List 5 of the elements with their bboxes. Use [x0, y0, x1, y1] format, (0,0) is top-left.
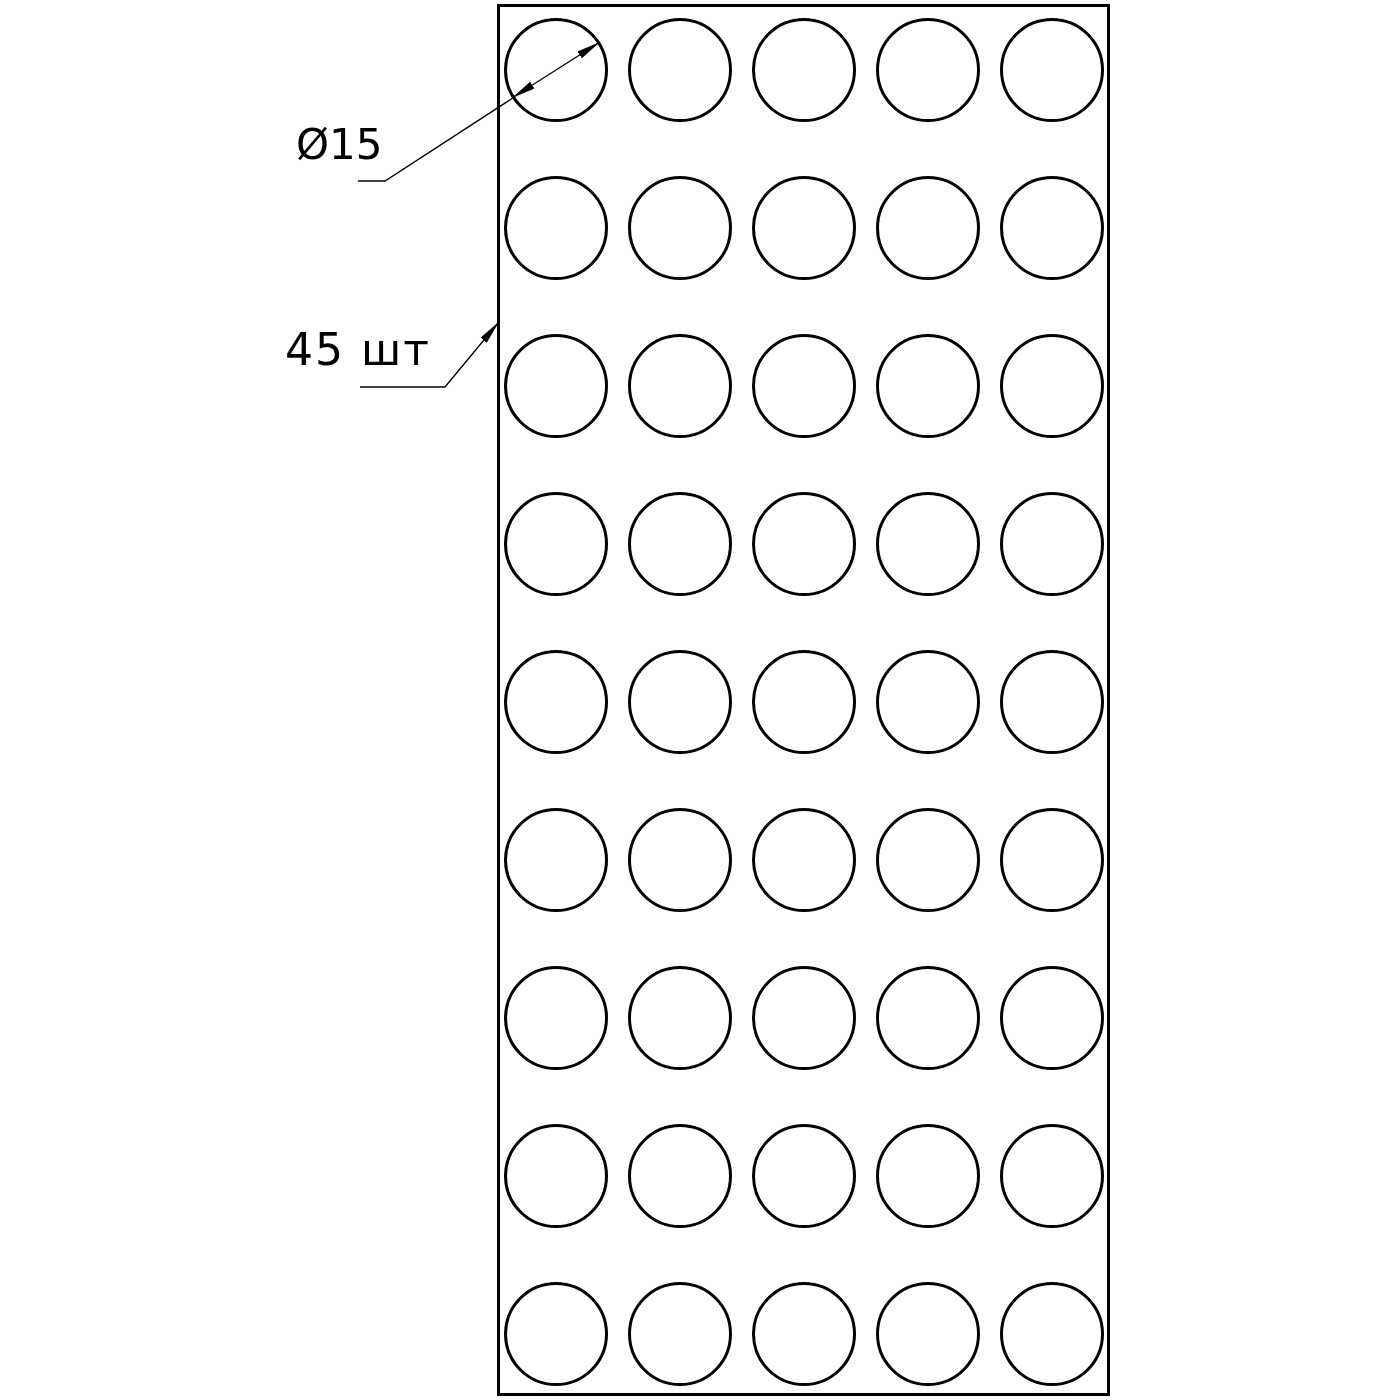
plate-outline: [497, 4, 1110, 1396]
leader-line: [357, 97, 514, 182]
dimension-text: 45 шт: [285, 328, 431, 372]
leader-line: [359, 321, 500, 388]
dimension-text: Ø15: [296, 124, 383, 166]
